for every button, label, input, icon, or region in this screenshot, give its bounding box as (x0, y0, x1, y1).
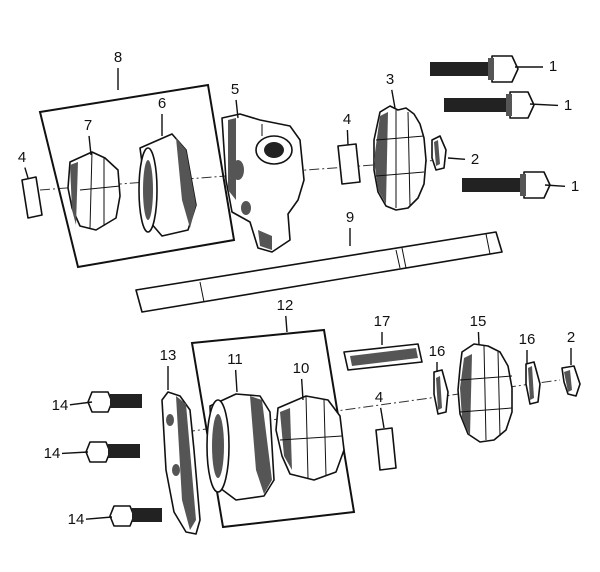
retaining-ring-left (433, 369, 449, 415)
leader-line-c3 (391, 89, 396, 109)
bolt-upper-1 (430, 55, 519, 83)
callout-c17: 17 (374, 313, 391, 330)
callout-c11: 11 (227, 351, 243, 368)
callout-c4b: 4 (343, 111, 351, 128)
leader-line-c5 (235, 99, 239, 119)
bolt-lower-2 (85, 441, 140, 463)
callout-c3: 3 (386, 71, 394, 88)
leader-line-c4a (24, 167, 29, 179)
callout-c2a: 2 (471, 151, 479, 168)
bolt-upper-2 (444, 91, 535, 119)
leader-line-c2a (447, 157, 466, 160)
callout-c12: 12 (277, 297, 294, 314)
callout-c7: 7 (84, 117, 92, 134)
leader-line-c15 (477, 331, 480, 346)
callout-c16b: 16 (519, 331, 536, 348)
key-part-upper-middle (337, 143, 361, 185)
key-part-upper-left (21, 176, 43, 219)
retaining-clip-upper (431, 135, 447, 171)
callout-c1a: 1 (549, 58, 557, 75)
leader-line-c11 (234, 369, 238, 393)
callout-c1b: 1 (564, 97, 572, 114)
outer-rotor-upper (138, 133, 197, 237)
callout-c2b: 2 (567, 329, 575, 346)
roller-pin (343, 343, 423, 371)
leader-line-c14c (85, 516, 113, 520)
drive-gear-lower (457, 343, 513, 443)
callout-c6: 6 (158, 95, 166, 112)
retaining-clip-lower (561, 365, 581, 397)
leader-line-c14b (61, 451, 89, 455)
callout-c4a: 4 (18, 149, 26, 166)
leader-line-c14a (69, 401, 93, 406)
callout-c1c: 1 (571, 178, 579, 195)
callout-c16a: 16 (429, 343, 446, 360)
upper-assembly-box (38, 83, 236, 269)
callout-c5: 5 (231, 81, 239, 98)
leader-line-c4b (346, 129, 349, 146)
bolt-lower-3 (109, 505, 162, 527)
callout-c8: 8 (114, 49, 122, 66)
leader-line-c7 (88, 135, 92, 156)
drive-gear-upper (373, 105, 427, 211)
key-part-lower (375, 427, 397, 471)
leader-line-c1b (529, 103, 559, 107)
retaining-ring-right (525, 361, 541, 405)
callout-c4c: 4 (375, 389, 383, 406)
callout-c15: 15 (470, 313, 487, 330)
callout-c10: 10 (293, 360, 310, 377)
leader-line-c1c (544, 184, 566, 188)
callout-c9: 9 (346, 209, 354, 226)
leader-line-c4c (379, 407, 385, 429)
cover-plate (161, 391, 201, 535)
leader-line-c10 (300, 378, 304, 401)
leader-line-c12 (285, 315, 288, 333)
callout-c14a: 14 (52, 397, 69, 414)
callout-c14c: 14 (68, 511, 85, 528)
pump-body (221, 113, 305, 253)
inner-rotor-lower (275, 395, 345, 481)
bolt-lower-1 (87, 391, 142, 413)
pump-shaft (135, 231, 503, 313)
inner-rotor-upper (67, 151, 121, 231)
bolt-upper-3 (462, 171, 551, 199)
outer-rotor-lower (206, 393, 275, 501)
callout-c14b: 14 (44, 445, 61, 462)
callout-c13: 13 (160, 347, 177, 364)
